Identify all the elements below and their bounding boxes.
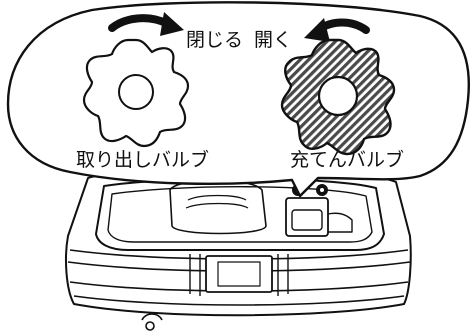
open-label: 開く — [254, 29, 292, 51]
device-outer-shell — [65, 169, 412, 317]
drain-valve-label: 取り出しバルブ — [76, 148, 209, 171]
close-label: 閉じる — [186, 29, 243, 51]
curved-arrow-clockwise-icon — [108, 12, 184, 36]
gear-knob-icon — [82, 38, 190, 148]
device-body — [65, 169, 412, 331]
fill-valve-fitting — [285, 197, 329, 237]
front-latch — [205, 255, 273, 293]
gear-knob-icon — [280, 38, 396, 156]
curved-arrow-counterclockwise-icon — [304, 18, 370, 42]
fill-valve-label: 充てんバルブ — [290, 148, 404, 171]
